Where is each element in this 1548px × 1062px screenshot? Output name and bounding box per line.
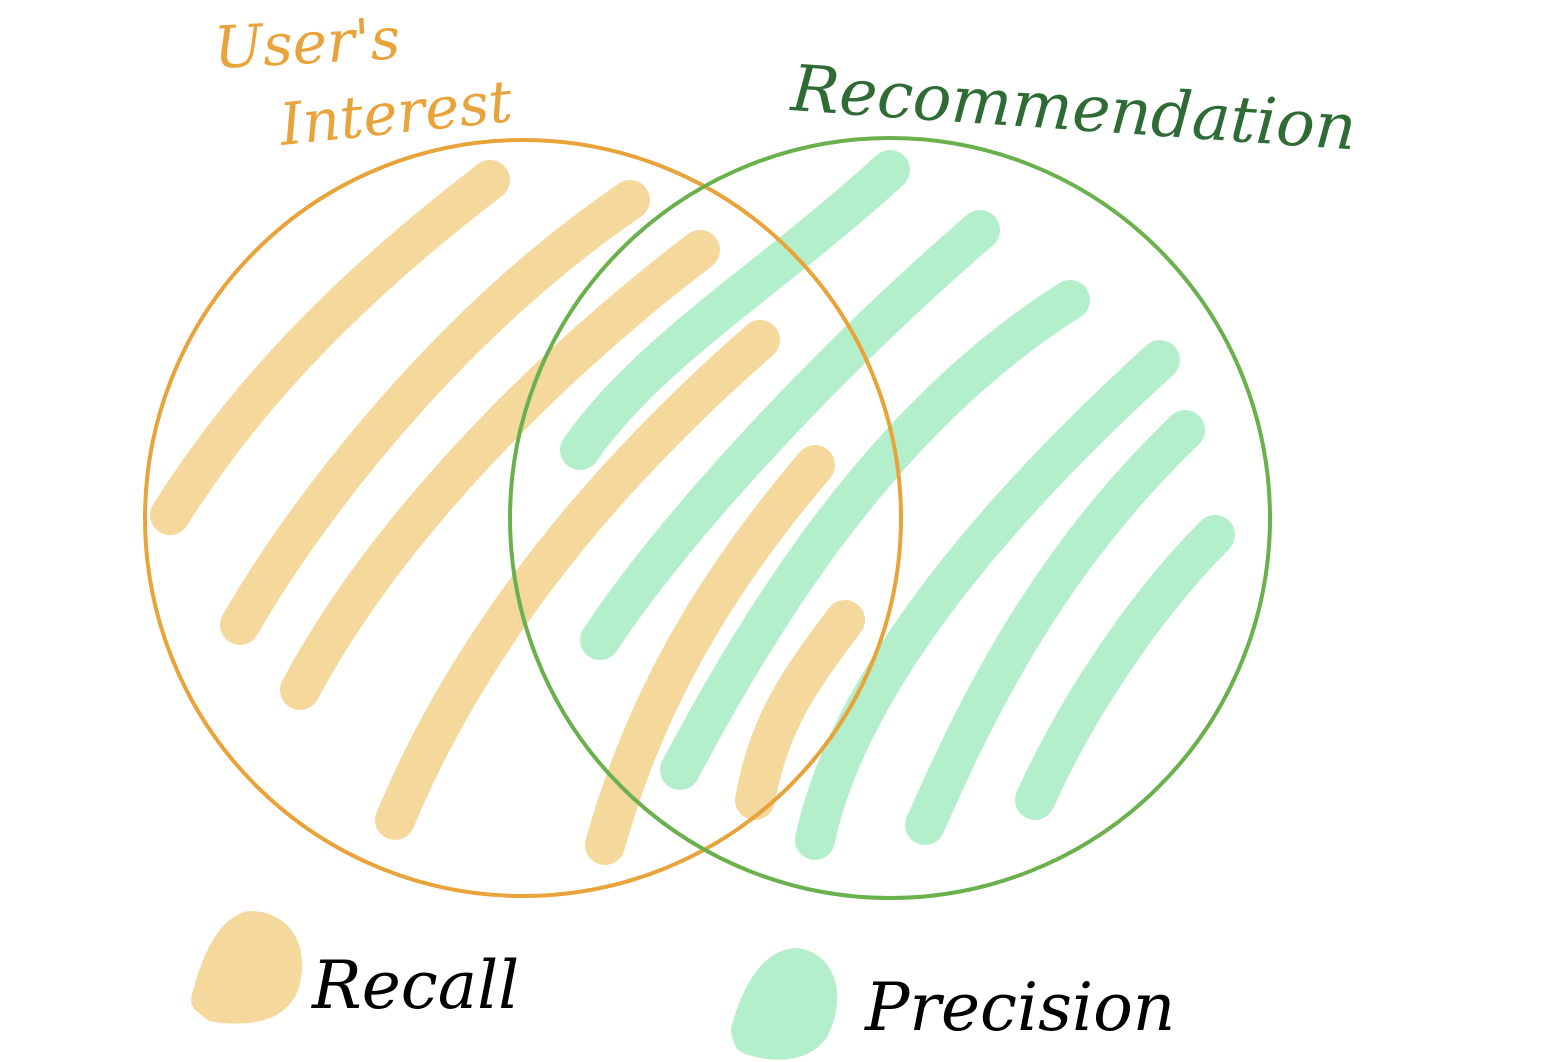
recommendation-label: Recommendation [788, 52, 1359, 165]
recall-stroke [220, 180, 650, 645]
legend: Recall Precision [191, 911, 1175, 1060]
recall-stroke [585, 445, 835, 865]
user-interest-label-line2: Interest [275, 67, 516, 159]
user-interest-label-line1: User's [212, 4, 402, 82]
precision-stroke [795, 340, 1180, 860]
precision-stroke [660, 280, 1090, 790]
recall-swatch [191, 911, 303, 1024]
legend-precision: Precision [731, 948, 1175, 1060]
precision-stroke [1015, 515, 1235, 820]
precision-hatching [560, 150, 1235, 860]
recall-stroke [375, 320, 780, 840]
precision-stroke [560, 150, 910, 470]
recall-stroke [735, 600, 865, 820]
recall-stroke [150, 160, 510, 535]
user-interest-circle [143, 138, 903, 898]
precision-swatch [731, 948, 838, 1060]
recall-stroke [280, 230, 720, 710]
recall-label: Recall [311, 947, 519, 1024]
legend-recall: Recall [191, 911, 519, 1024]
precision-stroke [905, 410, 1205, 845]
precision-stroke [580, 210, 1000, 660]
recommendation-circle [508, 136, 1272, 900]
precision-label: Precision [864, 969, 1175, 1046]
recall-hatching [150, 160, 865, 865]
